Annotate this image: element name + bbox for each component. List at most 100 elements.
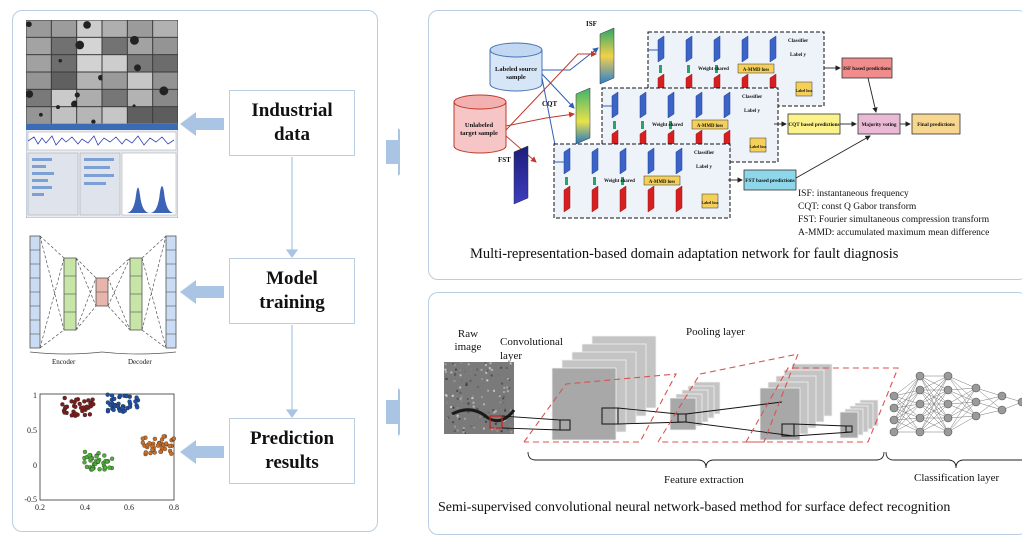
- scatter-point: [117, 408, 123, 413]
- defect-spot: [58, 58, 62, 63]
- texture-speck: [470, 425, 473, 428]
- cluster-scatter-plot: 1 0.5 0 -0.5 0.2 0.4 0.6 0.8: [24, 391, 179, 512]
- texture-speck: [446, 417, 449, 420]
- x-tick: 0.6: [124, 503, 134, 512]
- texture-speck: [480, 379, 483, 382]
- texture-speck: [453, 380, 456, 383]
- feature-extraction-label: Feature extraction: [664, 474, 744, 486]
- texture-speck: [450, 406, 453, 408]
- texture-speck: [509, 362, 512, 365]
- defect-tile: [77, 72, 102, 89]
- ammd-loss-label: A-MMD loss: [697, 124, 723, 129]
- labeled-source-label: Labeled source sample: [495, 66, 537, 81]
- defect-spot: [132, 104, 136, 108]
- defect-spot: [39, 112, 43, 117]
- texture-speck: [447, 415, 450, 418]
- connection-line: [107, 257, 131, 307]
- fc-node: [971, 411, 981, 421]
- fc-connection: [919, 375, 949, 419]
- fc-connection: [919, 403, 949, 433]
- domain-adaptation-caption: Multi-representation-based domain adapta…: [470, 246, 899, 262]
- source-layer: [667, 91, 675, 119]
- pooling-layer-label: Pooling layer: [686, 326, 745, 338]
- connection-line: [141, 329, 167, 349]
- defect-spot: [71, 100, 79, 108]
- scatter-point: [90, 397, 95, 402]
- scatter-point: [164, 441, 169, 446]
- fc-connection: [893, 403, 921, 409]
- scatter-point: [150, 443, 155, 449]
- texture-speck: [463, 370, 466, 373]
- defect-spot: [56, 105, 60, 110]
- texture-speck: [453, 430, 456, 433]
- texture-speck: [471, 397, 474, 400]
- scatter-point: [111, 407, 116, 413]
- fc-node: [915, 385, 925, 395]
- defect-spot: [91, 119, 96, 124]
- scatter-point: [62, 410, 67, 415]
- scatter-point: [86, 398, 91, 403]
- unlabeled-target-label: Unlabeled target sample: [460, 122, 498, 137]
- texture-speck: [505, 367, 508, 369]
- fc-node: [997, 405, 1007, 415]
- scatter-point: [102, 453, 107, 458]
- isf-prediction-box: [841, 57, 893, 79]
- defect-tile: [51, 37, 77, 55]
- defect-tile: [153, 89, 178, 107]
- texture-speck: [450, 371, 453, 374]
- scatter-point: [107, 465, 112, 470]
- fc-connection: [947, 387, 977, 433]
- y-tick: 1: [33, 391, 37, 400]
- final-predictions-box: [911, 113, 961, 135]
- defect-tile: [102, 20, 127, 37]
- source-layer: [741, 35, 749, 63]
- scatter-point: [73, 411, 78, 416]
- arrow-left-icon: [180, 280, 224, 304]
- source-layer: [685, 35, 693, 63]
- connection-line: [39, 235, 65, 259]
- x-tick: 0.4: [80, 503, 90, 512]
- defect-spot: [159, 86, 169, 96]
- scatter-point: [122, 408, 127, 413]
- fc-connection: [919, 375, 949, 433]
- texture-speck: [454, 373, 457, 376]
- scatter-point: [158, 449, 163, 454]
- connection-line: [107, 277, 131, 331]
- target-layer: [619, 185, 627, 213]
- target-layer: [647, 185, 655, 213]
- scatter-point: [69, 413, 74, 418]
- texture-speck: [459, 369, 462, 372]
- texture-speck: [507, 378, 510, 380]
- texture-speck: [461, 379, 463, 381]
- texture-speck: [453, 363, 456, 366]
- fc-connection: [947, 387, 977, 419]
- y-tick: -0.5: [24, 495, 37, 504]
- scatter-point: [74, 397, 79, 402]
- fc-node: [915, 427, 925, 437]
- defect-spot: [75, 40, 85, 50]
- scatter-point: [112, 396, 117, 402]
- texture-speck: [474, 374, 477, 377]
- fc-connection: [893, 417, 921, 421]
- shared-weight-arrow: [669, 121, 672, 129]
- texture-speck: [457, 417, 460, 420]
- texture-speck: [456, 397, 459, 400]
- label-loss-box: [749, 137, 767, 153]
- cqt-tag: CQT: [542, 100, 558, 108]
- legend-fst: FST: Fourier simultaneous compression tr…: [798, 214, 990, 225]
- classifier-label: Classifier: [742, 95, 763, 100]
- shared-weight-arrow: [659, 65, 662, 73]
- ammd-loss-label: A-MMD loss: [743, 68, 769, 73]
- defect-spot: [134, 64, 141, 72]
- autoencoder-diagram: [29, 235, 177, 355]
- connection-line: [141, 257, 167, 349]
- waveform-trace: [27, 135, 175, 146]
- defect-tile: [102, 89, 127, 107]
- label-loss-label: Label loss: [749, 144, 766, 149]
- defect-tile: [77, 107, 102, 124]
- fst-prediction-label: FST based predictions: [745, 178, 794, 184]
- scatter-point: [60, 402, 65, 407]
- isf-prediction-label: ISF based predictions: [843, 66, 891, 72]
- source-layer: [769, 35, 777, 63]
- scatter-point: [140, 436, 145, 441]
